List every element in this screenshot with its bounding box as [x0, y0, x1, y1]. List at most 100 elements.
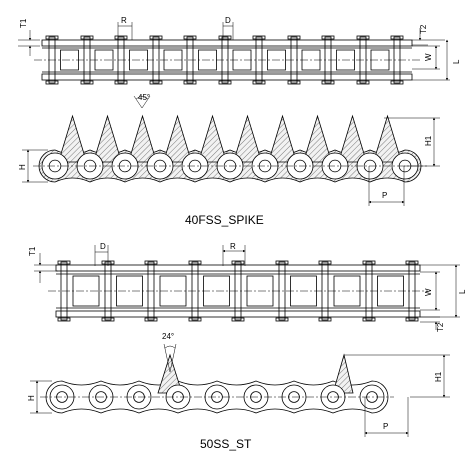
dim-label-p-side2: P: [383, 422, 388, 431]
pin: [255, 36, 263, 84]
pin: [359, 36, 367, 84]
roller: [94, 49, 114, 71]
spike-tooth: [302, 114, 333, 163]
roller: [290, 275, 317, 307]
pin-head: [362, 260, 376, 265]
pin-head: [321, 80, 335, 85]
pin: [117, 36, 125, 84]
dim-label-w-top2: W: [424, 288, 433, 296]
top-view-chain-1: [34, 35, 420, 85]
roller: [159, 275, 187, 307]
side-view-chain-1: [33, 114, 427, 183]
pin-head: [275, 260, 289, 265]
dim-label-t1-top2: T1: [28, 246, 37, 256]
dim-label-h-side2: H: [27, 395, 36, 401]
pin-head: [188, 260, 202, 265]
roller: [246, 275, 274, 307]
pin-head: [252, 80, 266, 85]
pin: [321, 261, 329, 321]
dim-label-d-top: D: [225, 16, 231, 25]
pin-head: [390, 35, 404, 40]
dim-label-t2-top2: T2: [436, 322, 445, 332]
pin: [290, 36, 298, 84]
pin-head: [218, 80, 232, 85]
pin-head: [287, 35, 301, 40]
pin-head: [45, 80, 59, 85]
pin: [365, 261, 373, 321]
dim-label-h-side: H: [18, 164, 27, 170]
dim-label-l-top: L: [452, 59, 461, 64]
angle-annotation-45: 45°: [133, 93, 151, 109]
dim-label-t1-top: T1: [19, 18, 28, 28]
spike-tooth: [337, 114, 368, 163]
side-view-dimensions-2: H H1 P: [27, 354, 450, 437]
outer-plate-bottom: [41, 73, 413, 81]
pin-head: [114, 35, 128, 40]
pin-head: [356, 35, 370, 40]
pin-head: [287, 80, 301, 85]
dim-label-d-top2: D: [100, 242, 106, 251]
diagram-40fss-spike: T1 R D T2 W L: [18, 16, 461, 227]
spike-tooth: [197, 114, 228, 163]
pin-head: [144, 317, 158, 322]
roller: [72, 275, 100, 307]
pin-head: [362, 317, 376, 322]
top-view-dimensions-1: T1 R D T2 W L: [18, 16, 461, 81]
caption-40fss-spike: 40FSS_SPIKE: [185, 213, 264, 227]
angle-label-24: 24°: [162, 332, 174, 341]
dim-label-t2-top: T2: [419, 24, 428, 34]
pin-head: [149, 35, 163, 40]
roller: [377, 275, 404, 307]
pin-head: [218, 35, 232, 40]
pin: [152, 36, 160, 84]
outer-plate-bottom: [55, 310, 421, 318]
pin-head: [183, 35, 197, 40]
pin-head: [183, 80, 197, 85]
outer-plate-top: [41, 39, 413, 47]
roller: [203, 275, 230, 307]
side-view-dimensions-1: H H1 P: [18, 117, 440, 206]
dim-label-l-top2: L: [458, 289, 467, 294]
dim-label-r-top2: R: [230, 242, 236, 251]
roller: [116, 275, 143, 307]
pin-head: [188, 317, 202, 322]
roller: [60, 49, 79, 71]
pin: [60, 261, 68, 321]
pin: [186, 36, 194, 84]
spike-tooth: [57, 114, 88, 163]
pin: [83, 36, 91, 84]
side-view-chain-2: [40, 353, 394, 414]
spike-tooth: [92, 114, 123, 163]
pin-head: [144, 260, 158, 265]
pin: [234, 261, 242, 321]
dim-label-h1-side: H1: [424, 135, 433, 146]
pin: [221, 36, 229, 84]
spike-tooth: [372, 114, 403, 163]
pin-head: [405, 317, 419, 322]
dim-label-r-top: R: [121, 16, 127, 25]
spike-tooth: [127, 114, 158, 163]
roller: [267, 49, 286, 71]
roller: [301, 49, 321, 71]
dim-label-h1-side2: H1: [434, 371, 443, 382]
dim-label-p-side: P: [382, 191, 387, 200]
roller: [163, 49, 183, 71]
pin: [191, 261, 199, 321]
spike-tooth: [232, 114, 263, 163]
roller: [336, 49, 355, 71]
pin-head: [114, 80, 128, 85]
pin-head: [231, 260, 245, 265]
pin-head: [321, 35, 335, 40]
pin: [147, 261, 155, 321]
pin: [393, 36, 401, 84]
diagram-50ss-st: T1 D R W L T2: [27, 242, 467, 451]
roller: [129, 49, 148, 71]
pin-head: [318, 317, 332, 322]
dim-label-w-top: W: [424, 53, 433, 61]
pin-head: [57, 260, 71, 265]
pin-head: [101, 317, 115, 322]
angle-label-45: 45°: [138, 93, 150, 102]
roller: [333, 275, 361, 307]
spike-tooth: [267, 114, 298, 163]
